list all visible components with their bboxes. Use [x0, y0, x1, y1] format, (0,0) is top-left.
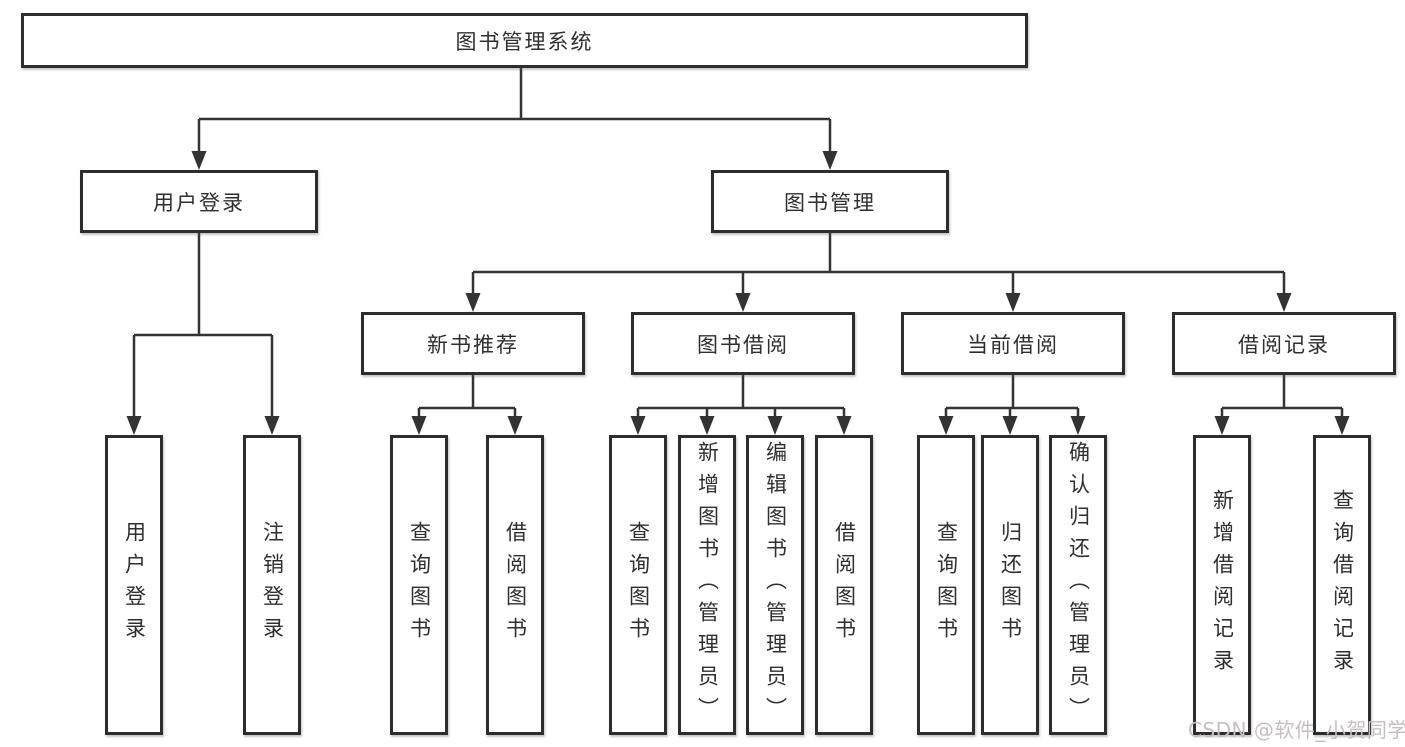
node-label: 图书借阅	[697, 332, 789, 357]
leaf-edit-books-admin: 编辑图书（管理员）	[746, 435, 804, 735]
node-label: 当前借阅	[967, 332, 1059, 357]
leaf-user-login: 用户登录	[105, 435, 163, 735]
node-new-book-recommendation: 新书推荐	[361, 312, 585, 375]
csdn-watermark: CSDN @软件_小贺同学	[1188, 718, 1405, 742]
node-book-management: 图书管理	[711, 170, 949, 233]
leaf-query-books-recommend: 查询图书	[390, 435, 448, 735]
leaf-query-books-current: 查询图书	[917, 435, 975, 735]
node-book-management-system: 图书管理系统	[21, 13, 1028, 68]
leaf-return-books: 归还图书	[981, 435, 1039, 735]
leaf-add-books-admin: 新增图书（管理员）	[678, 435, 736, 735]
node-borrowing-records: 借阅记录	[1172, 312, 1396, 375]
node-label: 借阅记录	[1238, 332, 1330, 357]
leaf-query-books-borrowing: 查询图书	[609, 435, 667, 735]
leaf-borrow-books: 借阅图书	[815, 435, 873, 735]
node-label: 借阅图书	[503, 521, 528, 649]
node-label: 查询图书	[934, 521, 959, 649]
node-label: 查询图书	[407, 521, 432, 649]
node-label: 注销登录	[260, 521, 285, 649]
arrowheads	[126, 151, 1350, 435]
node-book-borrowing: 图书借阅	[631, 312, 855, 375]
leaf-add-borrowing-record: 新增借阅记录	[1193, 435, 1251, 735]
node-user-login: 用户登录	[80, 170, 318, 233]
leaf-borrow-books-recommend: 借阅图书	[486, 435, 544, 735]
node-label: 新增图书（管理员）	[695, 441, 720, 729]
node-label: 新增借阅记录	[1210, 489, 1235, 681]
node-label: 用户登录	[122, 521, 147, 649]
node-label: 查询借阅记录	[1330, 489, 1355, 681]
node-label: 编辑图书（管理员）	[763, 441, 788, 729]
node-label: 图书管理	[784, 190, 876, 215]
node-label: 查询图书	[626, 521, 651, 649]
node-label: 归还图书	[998, 521, 1023, 649]
node-current-borrowing: 当前借阅	[901, 312, 1125, 375]
leaf-logout: 注销登录	[243, 435, 301, 735]
leaf-query-borrowing-record: 查询借阅记录	[1313, 435, 1371, 735]
node-label: 借阅图书	[832, 521, 857, 649]
node-label: 图书管理系统	[455, 29, 594, 54]
leaf-confirm-return-admin: 确认归还（管理员）	[1049, 435, 1107, 735]
node-label: 新书推荐	[427, 332, 519, 357]
node-label: 确认归还（管理员）	[1066, 441, 1091, 729]
node-label: 用户登录	[153, 190, 245, 215]
